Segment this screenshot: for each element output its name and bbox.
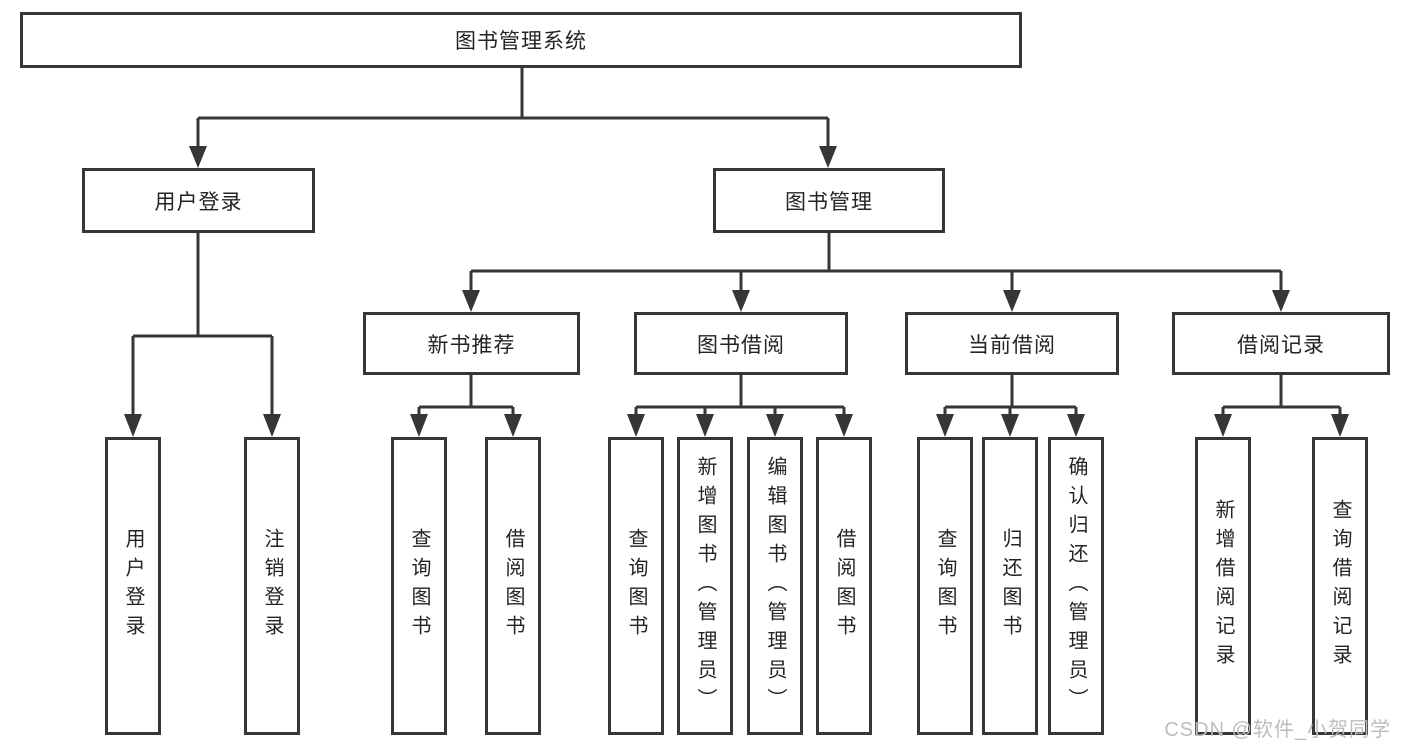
leaf-records-query-borrow-record: 查询借阅记录 xyxy=(1312,437,1368,735)
node-label: 借阅记录 xyxy=(1237,333,1325,357)
node-label: 确认归还（管理员） xyxy=(1065,455,1087,717)
node-label: 新书推荐 xyxy=(427,333,516,357)
arrowhead-icon xyxy=(1067,414,1085,437)
connector-currentborrow-to-leaves xyxy=(943,375,1078,419)
node-borrowing-records: 借阅记录 xyxy=(1172,312,1390,375)
connector-root-to-level2 xyxy=(196,68,830,150)
node-label: 图书管理 xyxy=(785,190,873,214)
node-user-login: 用户登录 xyxy=(82,168,315,233)
leaf-newbook-query-books: 查询图书 xyxy=(391,437,447,735)
leaf-borrowing-query-books: 查询图书 xyxy=(608,437,664,735)
connector-userlogin-to-leaves xyxy=(131,233,274,419)
leaf-newbook-borrow-books: 借阅图书 xyxy=(485,437,541,735)
leaf-current-return-books: 归还图书 xyxy=(982,437,1038,735)
arrowhead-icon xyxy=(819,146,837,168)
node-current-borrowing: 当前借阅 xyxy=(905,312,1119,375)
leaf-logout: 注销登录 xyxy=(244,437,300,735)
arrowhead-icon xyxy=(410,414,428,437)
arrowhead-icon xyxy=(627,414,645,437)
arrowhead-icon xyxy=(835,414,853,437)
node-label: 查询图书 xyxy=(625,528,647,644)
arrowhead-icon xyxy=(462,290,480,312)
node-label: 注销登录 xyxy=(261,528,283,644)
leaf-records-add-borrow-record: 新增借阅记录 xyxy=(1195,437,1251,735)
arrowhead-icon xyxy=(504,414,522,437)
leaf-borrowing-add-books-admin: 新增图书（管理员） xyxy=(677,437,733,735)
node-label: 新增图书（管理员） xyxy=(694,455,716,717)
node-label: 归还图书 xyxy=(999,528,1021,644)
arrowhead-icon xyxy=(1331,414,1349,437)
arrowhead-icon xyxy=(1003,290,1021,312)
connector-bookmgmt-to-level3 xyxy=(469,233,1283,294)
connector-records-to-leaves xyxy=(1221,375,1342,419)
node-label: 图书管理系统 xyxy=(455,30,587,53)
connector-bookborrow-to-leaves xyxy=(634,375,846,419)
connector-newbook-to-leaves xyxy=(417,375,515,419)
node-label: 查询图书 xyxy=(408,528,430,644)
arrowhead-icon xyxy=(766,414,784,437)
arrowhead-icon xyxy=(1001,414,1019,437)
node-label: 当前借阅 xyxy=(968,333,1056,357)
arrowhead-icon xyxy=(263,414,281,437)
node-label: 借阅图书 xyxy=(833,528,855,644)
arrowhead-icon xyxy=(696,414,714,437)
node-new-book-recommendation: 新书推荐 xyxy=(363,312,580,375)
node-label: 新增借阅记录 xyxy=(1212,499,1234,673)
leaf-current-confirm-return-admin: 确认归还（管理员） xyxy=(1048,437,1104,735)
node-label: 借阅图书 xyxy=(502,528,524,644)
node-label: 查询借阅记录 xyxy=(1329,499,1351,673)
arrowhead-icon xyxy=(1214,414,1232,437)
node-label: 用户登录 xyxy=(122,528,144,644)
node-root-library-management-system: 图书管理系统 xyxy=(20,12,1022,68)
arrowhead-icon xyxy=(936,414,954,437)
csdn-watermark: CSDN @软件_小贺同学 xyxy=(1164,719,1391,741)
arrowhead-icon xyxy=(189,146,207,168)
arrowhead-icon xyxy=(1272,290,1290,312)
leaf-user-login: 用户登录 xyxy=(105,437,161,735)
node-label: 查询图书 xyxy=(934,528,956,644)
leaf-borrowing-edit-books-admin: 编辑图书（管理员） xyxy=(747,437,803,735)
node-label: 图书借阅 xyxy=(697,333,785,357)
node-book-borrowing: 图书借阅 xyxy=(634,312,848,375)
node-label: 编辑图书（管理员） xyxy=(764,455,786,717)
node-label: 用户登录 xyxy=(154,190,243,214)
node-book-management: 图书管理 xyxy=(713,168,945,233)
arrowhead-icon xyxy=(124,414,142,437)
leaf-borrowing-borrow-books: 借阅图书 xyxy=(816,437,872,735)
leaf-current-query-books: 查询图书 xyxy=(917,437,973,735)
arrowhead-icon xyxy=(732,290,750,312)
